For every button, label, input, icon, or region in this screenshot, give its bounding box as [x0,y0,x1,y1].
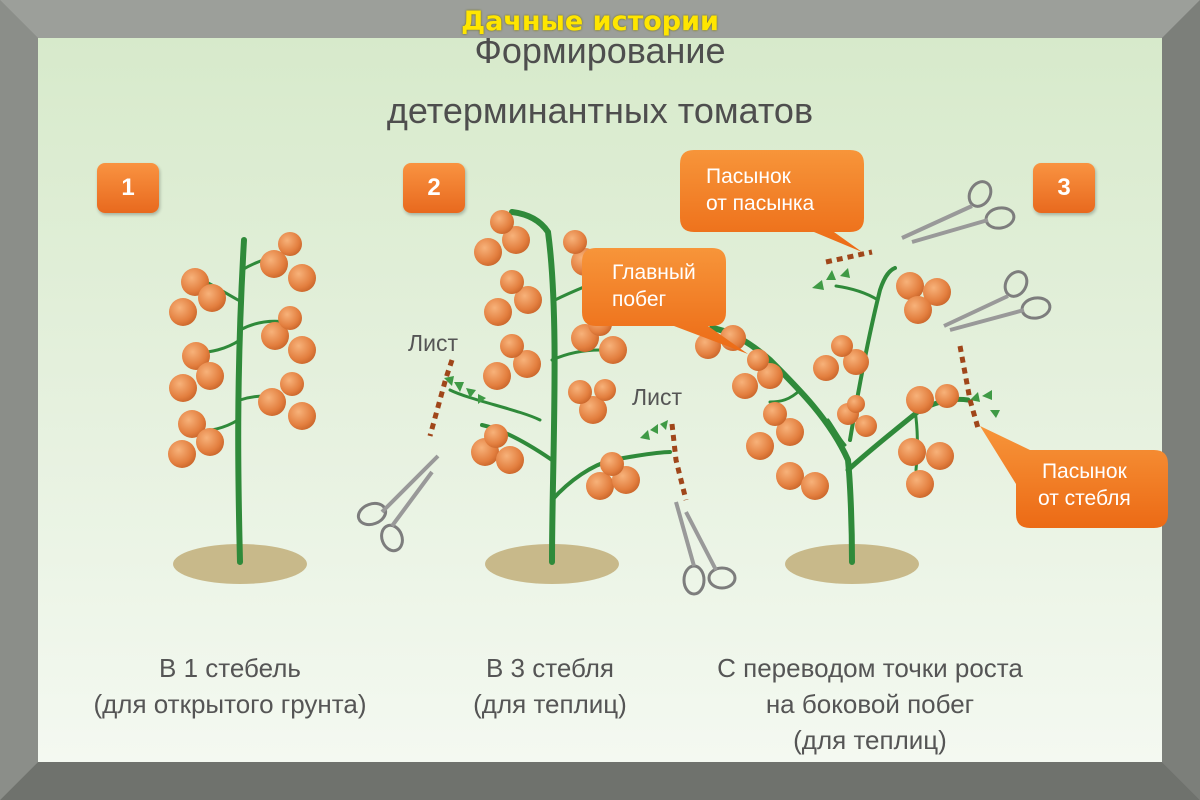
caption-one-stem-line-1: В 1 стебель [159,653,301,683]
caption-three-stems: В 3 стебля (для теплиц) [430,650,670,722]
callout-stepson-of-stepson: Пасынок от пасынка [706,163,814,217]
callout-stepson-of-stem-line-1: Пасынок [1041,460,1127,483]
badge-3: 3 [1033,163,1095,213]
callout-main-shoot-line-2: побег [612,288,667,311]
caption-one-stem: В 1 стебель (для открытого грунта) [60,650,400,722]
callout-stepson-of-stepson-bubble [680,150,864,252]
badge-2: 2 [403,163,465,213]
title-line-2: детерминантных томатов [386,90,814,131]
caption-side-shoot: С переводом точки роста на боковой побег… [680,650,1060,758]
callout-main-shoot-line-1: Главный [612,261,696,284]
scissors-icon-2 [674,501,737,596]
callout-stepson-of-stem: Пасынок от стебля [1038,458,1131,512]
badge-1: 1 [97,163,159,213]
title-line-1: Формирование [474,30,726,71]
caption-side-shoot-line-2: на боковой побег [765,689,975,719]
scissors-icon [356,454,440,553]
caption-three-stems-line-2: (для теплиц) [473,689,627,719]
callout-stepson-of-stepson-line-2: от пасынка [706,192,815,215]
watermark: Дачные истории [461,6,719,37]
caption-one-stem-line-2: (для открытого грунта) [93,689,367,719]
caption-side-shoot-line-3: (для теплиц) [793,725,947,755]
caption-side-shoot-line-1: С переводом точки роста [717,653,1023,683]
callout-stepson-of-stepson-line-1: Пасынок [706,165,791,188]
caption-three-stems-line-1: В 3 стебля [485,653,614,683]
plant-three-tomatoes [695,272,959,500]
plant-one-tomatoes [168,232,316,468]
scissors-icon-3 [901,180,1016,244]
leaf-label-left: Лист [408,330,458,356]
callout-main-shoot: Главный побег [612,259,696,313]
leaf-icon [444,376,668,440]
cut-lines [427,249,981,501]
scissors-icon-4 [943,270,1052,332]
callout-stepson-of-stem-bubble [980,426,1168,528]
callout-stepson-of-stem-line-2: от стебля [1038,487,1131,510]
leaf-icon-plant-3 [812,268,1000,418]
callout-main-shoot-bubble [582,248,748,354]
leaf-label-right: Лист [632,384,682,410]
